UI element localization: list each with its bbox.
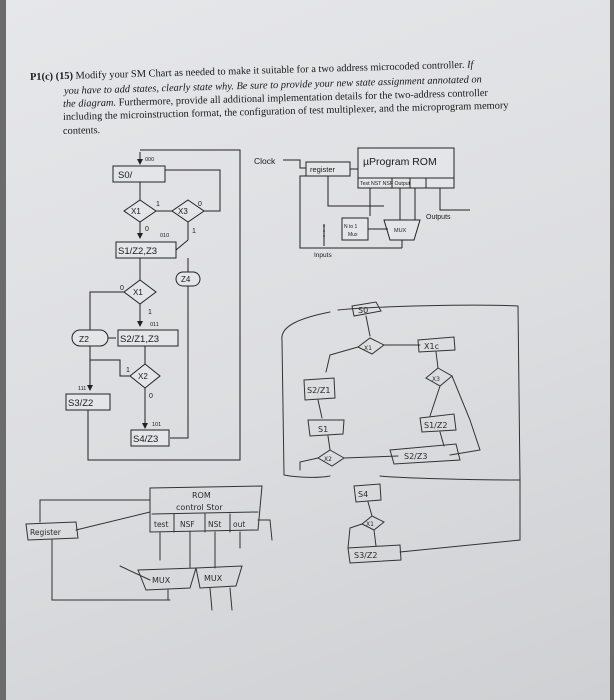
hw-field-nst: NSt [208,520,221,529]
hw-state-s0 [351,301,382,317]
hw-decision-x1 [357,337,385,355]
hw-x3-label: X3 [432,376,440,383]
hw-state-s1z2 [419,413,457,433]
s4-label: S4/Z3 [133,434,158,445]
hw-x1c-label: X1c [424,342,439,351]
hw-s2z1-label: S2/Z1 [307,386,330,395]
x2-true: 1 [126,367,130,374]
hw-x1-label: X1 [364,345,372,352]
hw-s1z2-label: S1/Z2 [424,421,447,430]
hw-s3z2-label: S3/Z2 [354,551,377,560]
inputs-label: Inputs [314,252,332,259]
hw-x1-2-label: X1 [366,521,374,528]
register-label: register [310,165,336,174]
state-box-s4 [130,429,170,447]
x1-false: 0 [145,226,149,233]
paper-sheet [6,0,610,700]
s2-code: 011 [150,322,159,328]
mux-n-label: N to 1 [344,224,358,230]
x3-true: 1 [192,228,196,235]
x3-label: X3 [178,207,188,216]
mux-block [383,219,421,241]
hw-box-x1c [417,336,456,353]
hw-mux-1 [137,567,197,591]
hw-field-nsf: NSF [180,520,195,529]
clock-label: Clock [254,156,276,166]
hw-mux-2-label: MUX [204,574,223,583]
hw-mux-1-label: MUX [152,576,171,585]
x1b-false: 0 [120,285,124,292]
z4-label: Z4 [181,275,191,284]
hw-s0-label: S0 [358,306,368,315]
hw-decision-x2 [317,449,345,467]
hw-mux-2 [195,565,243,589]
state-box-s2 [117,329,179,347]
state-box-s0 [112,165,166,183]
rom-box [357,147,455,189]
x1b-true: 1 [148,309,152,316]
s0-label: S0/ [118,170,133,181]
hw-register-box [25,521,79,541]
x2-false: 0 [149,393,153,400]
s4-code: 101 [152,422,161,428]
s3-code: 111 [78,386,86,392]
s1-code: 010 [160,233,169,239]
x3-false: 0 [198,201,202,208]
x1-true: 1 [156,201,160,208]
hw-state-s2z1 [303,377,336,401]
hw-state-s1 [307,419,345,437]
x2-label: X2 [138,372,148,381]
hw-rom-label: ROM [192,491,211,500]
mux-label: MUX [394,228,407,234]
x1-label: X1 [131,207,141,216]
hw-state-s2z3 [389,443,461,465]
outputs-label: Outputs [426,214,451,221]
hw-s2z3-label: S2/Z3 [404,452,427,461]
hw-state-s4 [353,483,382,503]
rom-title: µProgram ROM [363,156,437,168]
hw-field-out: out [233,520,245,529]
x1b-label: X1 [133,288,143,297]
rom-fields: Test NST NSF Output [360,181,411,187]
hw-rom-box [149,485,263,533]
mux-n-label-2: Mux [348,232,358,238]
hw-state-s3z2 [347,544,402,564]
z2-label: Z2 [79,334,89,344]
hw-s1-label: S1 [318,425,328,434]
s0-code: 000 [145,157,154,163]
s3-label: S3/Z2 [68,398,93,409]
hw-field-test: test [154,520,168,529]
hw-x2-label: X2 [324,456,332,463]
hw-register-label: Register [30,528,62,537]
s1-label: S1/Z2,Z3 [118,246,157,257]
hw-control-stor-label: control Stor [176,503,223,512]
hw-s4-label: S4 [358,490,368,499]
s2-label: S2/Z1,Z3 [120,334,159,345]
